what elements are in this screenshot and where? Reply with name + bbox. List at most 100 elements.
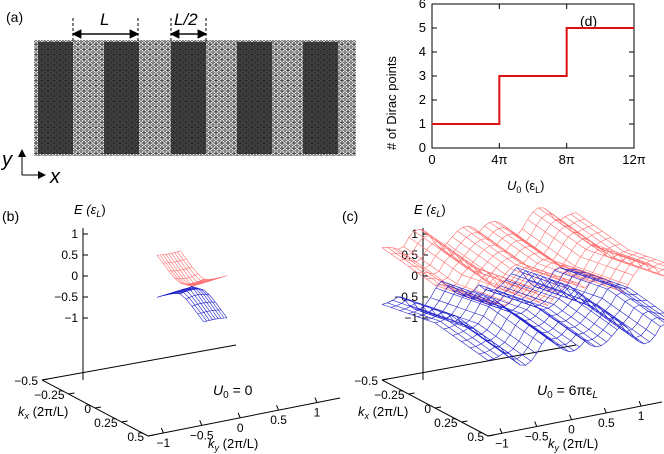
ky-tick-mark [534,421,538,427]
kx-tick-label: 0 [424,402,431,416]
ky-tick-mark [603,407,607,414]
mesh-line [430,236,537,294]
ky-tick-mark [276,404,280,411]
energy-tick-label: 0 [411,269,418,283]
energy-tick-label: −1 [404,311,418,325]
mesh-line [575,212,664,263]
ky-tick-label: −1 [157,436,171,450]
x-tick-label: 4π [491,152,507,167]
ky-tick-mark [569,414,572,420]
ky-axis [487,401,663,437]
mesh-line [387,302,494,360]
mesh-line [478,232,586,289]
kx-tick-mark [147,434,155,437]
mesh-line [575,269,664,314]
kx-tick-label: 0.5 [127,430,144,444]
ky-tick-label: 0 [568,423,575,437]
period-label: L [100,10,109,29]
energy-ticks: 10.50−0.5−1 [54,227,88,325]
lower-dirac-cone [156,286,228,323]
mesh-line [462,295,569,352]
mesh-line [543,207,650,265]
mesh-line [162,254,210,286]
back-edge [41,344,237,381]
potential-annotation: U0 = 6πεL [537,382,598,401]
y-axis-label: # of Dirac points [384,56,399,150]
mesh-line [570,213,664,267]
panel-d-label: (d) [580,13,597,29]
energy-tick-label: 1 [71,227,78,241]
panel-b: (b) E (εL) 1 0.5 0 −0.5 −1 −0.5−0.2500.250.5… [2,202,341,453]
ky-tick-label: −1 [495,436,509,450]
mesh-line [489,290,596,348]
kx-tick-label: 0 [84,402,91,416]
energy-axis-label: E (εL) [74,202,106,219]
y-tick-label: 1 [419,116,426,131]
y-tick-label: 0 [419,140,426,155]
panel-b-label: (b) [2,208,19,224]
mesh-line [570,269,664,318]
mesh-line [559,219,664,276]
ky-ticks: −1−0.500.51 [157,397,321,450]
mesh-line [174,287,222,319]
dirac-points-step-line [432,27,634,125]
energy-tick-label: −1 [64,311,78,325]
mesh-line [435,287,543,345]
mesh-line [424,231,532,288]
mesh-line [522,272,629,329]
kx-tick-mark [41,378,49,381]
mesh-line [156,250,181,256]
mesh-line [554,270,661,327]
ky-tick-label: 1 [638,409,645,423]
energy-ticks: 10.50−0.5−1 [394,227,428,325]
kx-ticks: −0.5−0.25 00.25 0.5 [354,374,495,444]
mesh-line [159,254,207,285]
mesh-line [468,225,575,283]
half-period-label: L/2 [174,10,198,29]
ky-axis [147,397,341,437]
y-tick-label: 3 [419,68,426,83]
mesh-line [548,211,656,269]
energy-tick-label: 1 [411,227,418,241]
mesh-line [156,255,204,285]
x-tick-label: 12π [622,152,645,167]
y-tick-label: 5 [419,20,426,35]
mesh-line [549,279,656,336]
mesh-line [414,308,521,366]
ky-tick-label: 0.5 [270,413,287,427]
energy-tick-label: −0.5 [54,290,78,304]
kx-tick-label: −0.25 [374,388,405,402]
energy-tick-label: 0.5 [401,248,418,262]
mesh-line [478,284,586,342]
mesh-line [392,300,499,357]
ky-tick-mark [237,412,241,418]
mesh-line [500,285,607,343]
panel-a: (a) L L/2 y x [0,9,356,188]
mesh-line [468,294,575,352]
kx-tick-mark [487,434,495,437]
mesh-line [462,227,569,284]
kx-axis-label: kx (2π/L) [18,404,68,421]
mesh-line [165,254,213,286]
kx-tick-label: 0.25 [434,416,458,430]
kx-tick-mark [121,420,128,423]
mesh-line [516,235,623,293]
mesh-line [543,285,650,343]
kx-tick-mark [461,420,468,423]
upper-band-surface [381,207,664,306]
kx-tick-mark [94,406,102,409]
mesh-line [419,308,526,366]
panel-c: (c) E (εL) 10.50−0.5−1 −0.5−0.2500.250.5… [342,202,664,453]
kx-axis-label: kx (2π/L) [358,404,408,421]
mesh-line [441,280,548,338]
mesh-line [168,286,216,320]
axis-x-label: x [49,166,61,188]
mesh-line [408,304,516,362]
kx-tick-label: −0.5 [354,374,378,388]
kx-tick-label: 0.5 [467,430,484,444]
mesh-line [489,221,596,279]
mesh-line [441,249,548,306]
